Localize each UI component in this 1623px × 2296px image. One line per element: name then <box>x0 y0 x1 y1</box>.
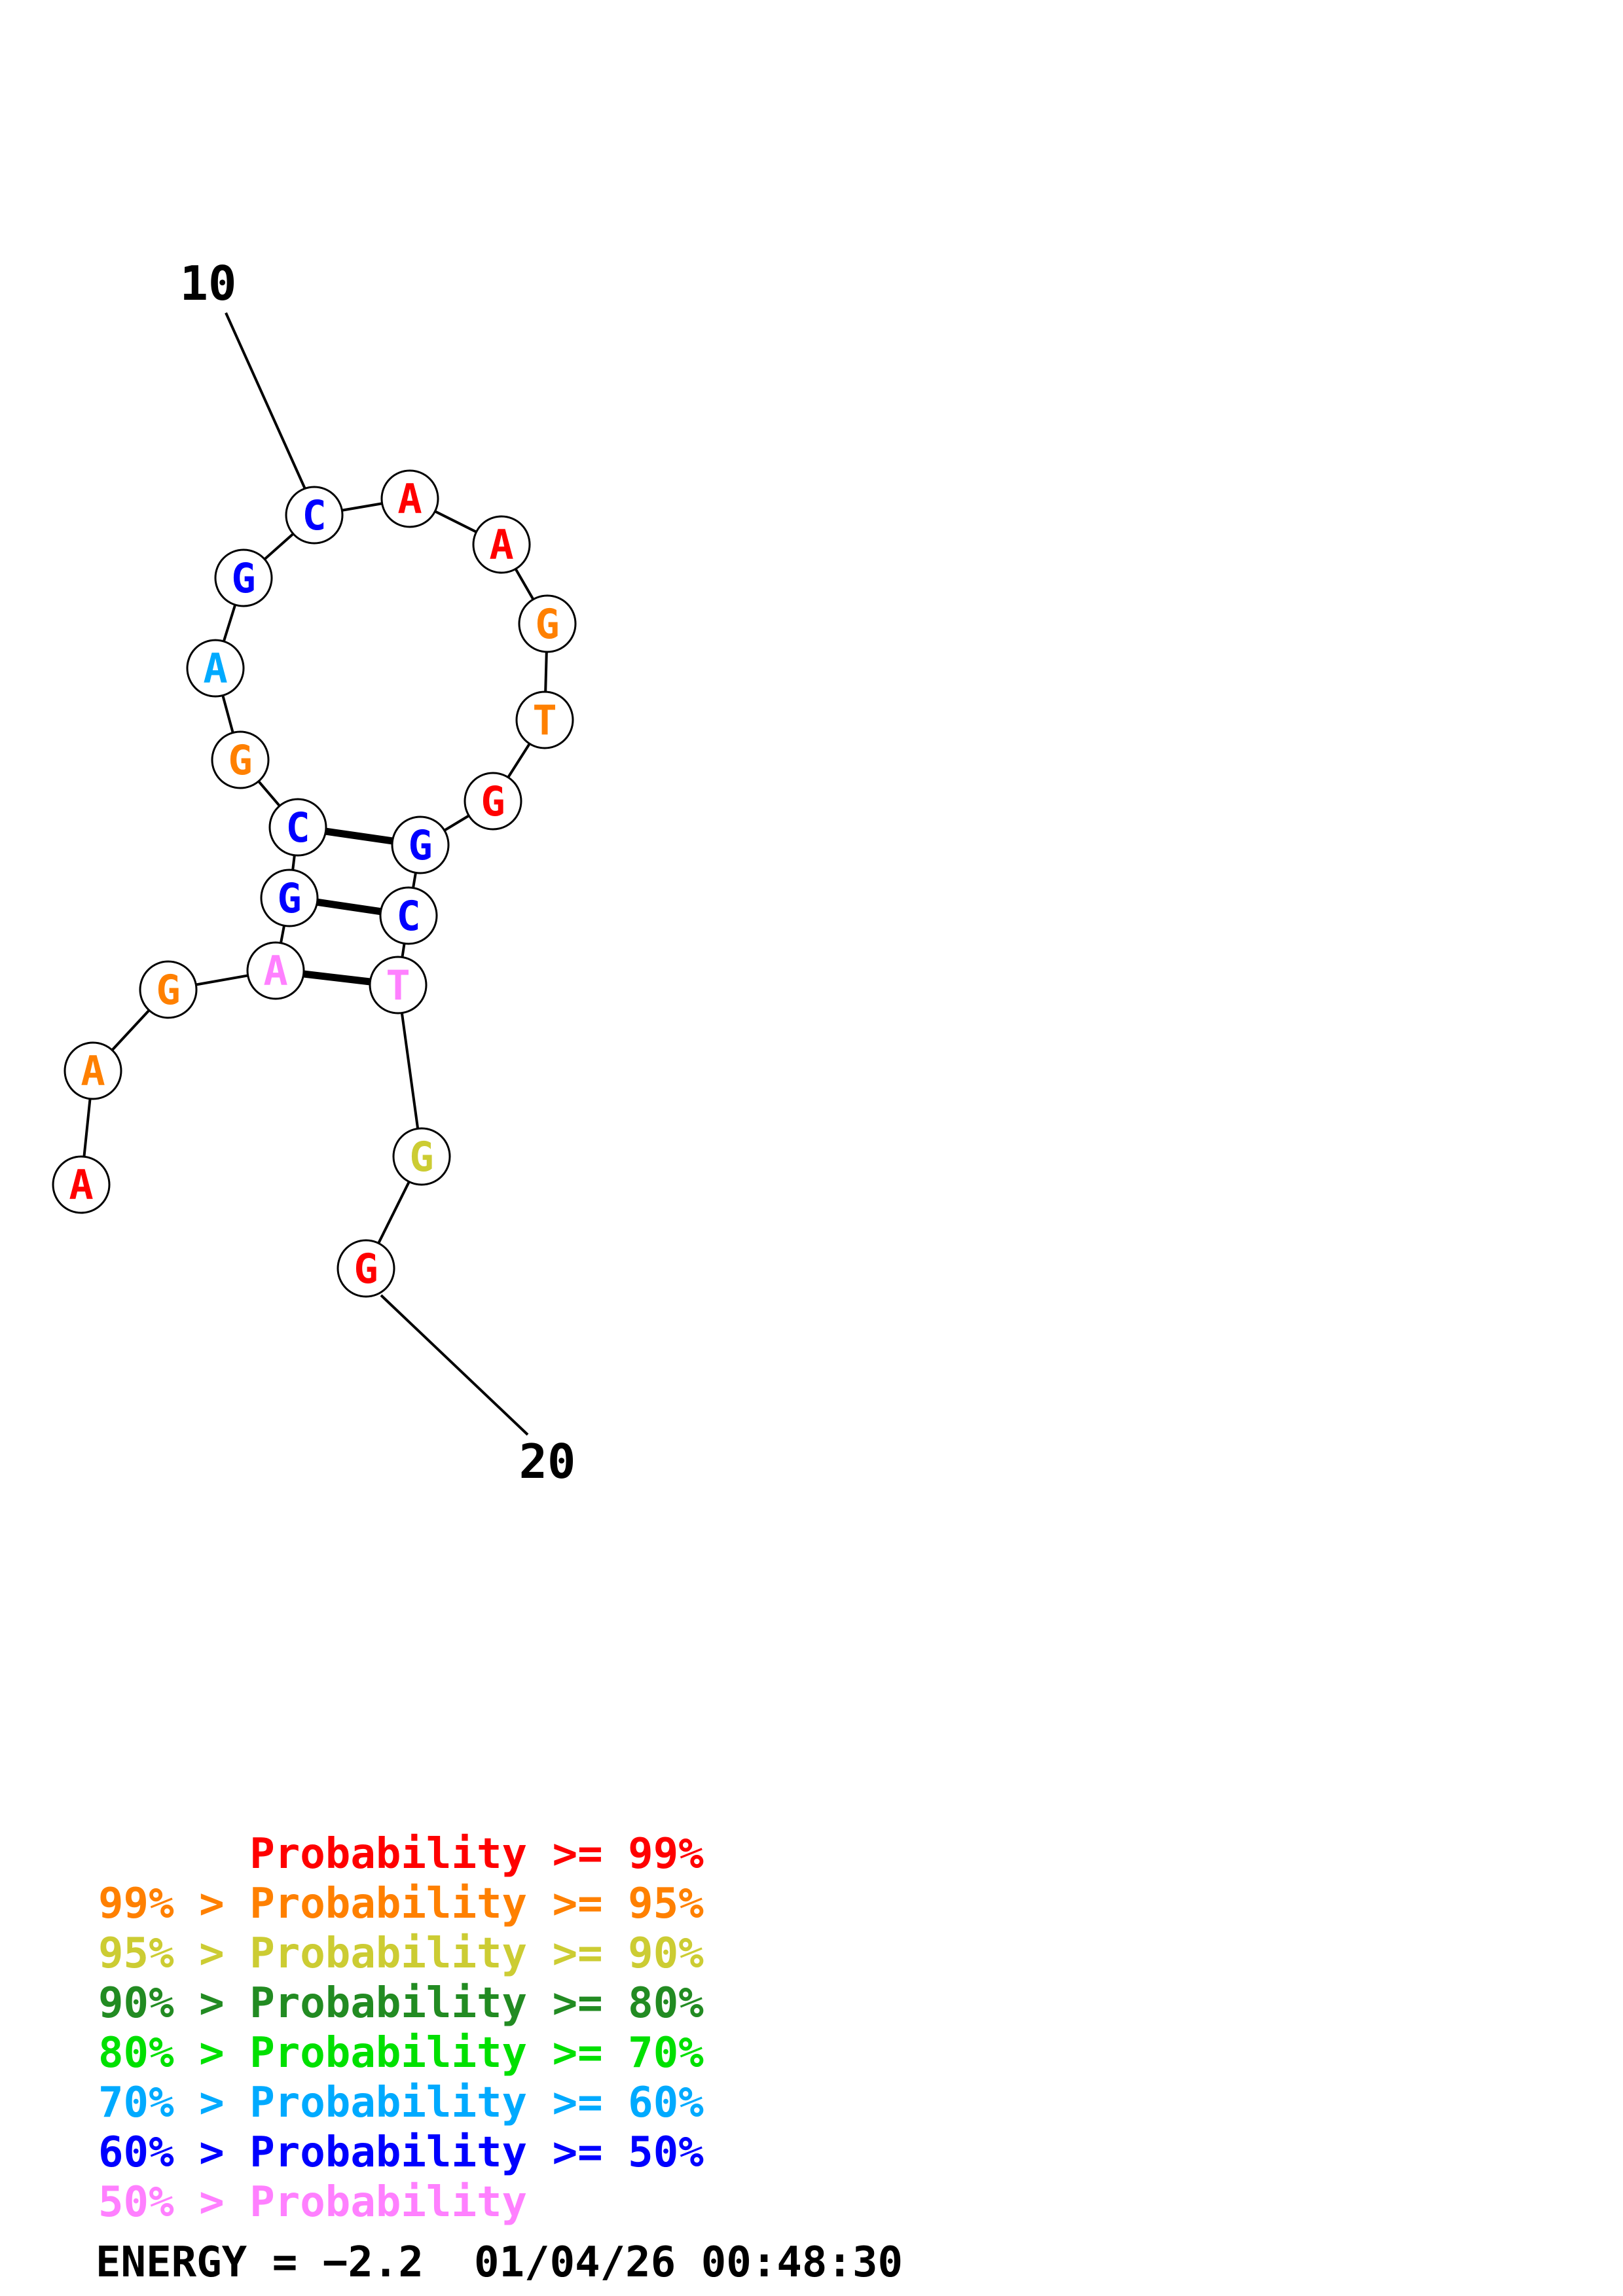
legend-entry-99: Probability >= 99% <box>98 1830 704 1878</box>
nucleotide-circle-8 <box>186 639 245 698</box>
legend-entry-50-60: 60% > Probability >= 50% <box>98 2128 704 2177</box>
nucleotide-circle-17 <box>379 886 438 945</box>
legend-entry-70-80: 80% > Probability >= 70% <box>98 2029 704 2077</box>
nucleotide-base-20: G <box>354 1245 378 1293</box>
nucleotide-base-17: C <box>396 892 420 940</box>
position-label-line-20 <box>380 1294 529 1436</box>
nucleotide-base-6: C <box>285 804 310 852</box>
probability-legend: Probability >= 99% 99% > Probability >= … <box>98 1829 704 2227</box>
legend-entry-95-99: 99% > Probability >= 95% <box>98 1880 704 1928</box>
position-label-10: 10 <box>180 256 237 311</box>
nucleotide-circle-1 <box>52 1155 111 1214</box>
nucleotide-circle-10 <box>285 486 344 545</box>
energy-text: ENERGY = −2.2 01/04/26 00:48:30 <box>96 2238 903 2287</box>
nucleotide-base-15: G <box>481 778 505 825</box>
nucleotide-circle-3 <box>139 960 198 1019</box>
legend-entry-90-95: 95% > Probability >= 90% <box>98 1929 704 1978</box>
nucleotide-circle-12 <box>472 515 531 574</box>
nucleotide-circle-5 <box>260 869 319 927</box>
nucleotide-base-12: A <box>489 521 513 569</box>
nucleotide-circle-14 <box>515 691 574 749</box>
nucleotide-circle-4 <box>246 941 305 1000</box>
nucleotide-base-9: G <box>231 554 255 602</box>
nucleotide-base-19: G <box>409 1133 433 1181</box>
nucleotide-base-10: C <box>302 492 326 539</box>
nucleotide-circle-19 <box>392 1127 451 1186</box>
position-label-line-10 <box>225 312 306 490</box>
nucleotide-base-1: A <box>69 1161 93 1209</box>
nucleotide-base-18: T <box>386 961 410 1009</box>
nucleotide-base-3: G <box>156 966 180 1014</box>
legend-entry-80-90: 90% > Probability >= 80% <box>98 1979 704 2028</box>
nucleotide-base-14: T <box>532 696 556 744</box>
nucleotide-circle-2 <box>64 1041 122 1100</box>
nucleotide-circle-13 <box>518 594 577 653</box>
nucleotide-base-13: G <box>535 600 559 648</box>
nucleotide-base-11: A <box>397 475 422 523</box>
nucleotide-circle-6 <box>268 798 327 857</box>
legend-entry-below-50: 50% > Probability <box>98 2178 528 2227</box>
nucleotide-circle-11 <box>380 469 439 528</box>
nucleotide-circle-16 <box>391 816 450 874</box>
nucleotide-base-5: G <box>277 874 301 922</box>
legend-entry-60-70: 70% > Probability >= 60% <box>98 2079 704 2127</box>
nucleotide-circle-9 <box>214 548 273 607</box>
nucleotide-base-2: A <box>81 1047 105 1095</box>
nucleotide-base-7: G <box>228 736 252 784</box>
nucleotide-base-4: A <box>263 947 287 995</box>
nucleotide-circle-7 <box>211 730 270 789</box>
nucleotide-circle-20 <box>337 1239 395 1298</box>
nucleotide-base-8: A <box>203 645 227 692</box>
position-label-20: 20 <box>519 1434 576 1489</box>
nucleotide-circle-15 <box>464 772 522 831</box>
nucleotide-base-16: G <box>408 821 432 869</box>
nucleotide-circle-18 <box>369 956 428 1014</box>
